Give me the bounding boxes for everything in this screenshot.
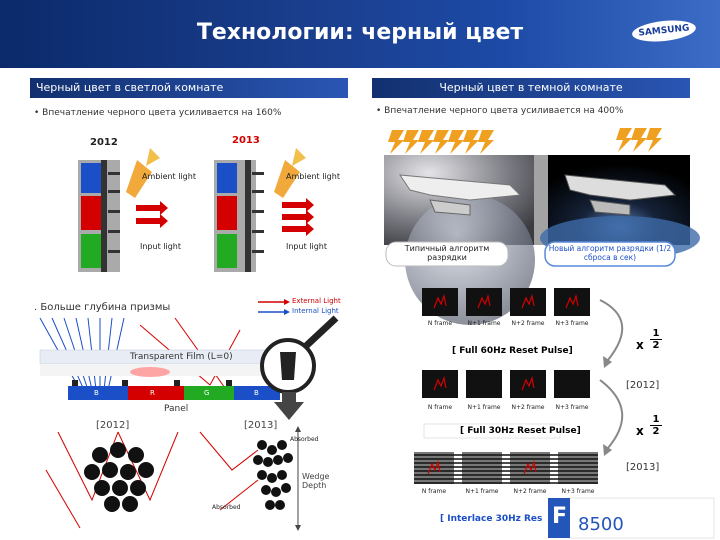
frame-label-n-row2: N frame <box>427 404 453 411</box>
page-title: Технологии: черный цвет <box>196 20 524 45</box>
ambient-arrow-2012 <box>126 160 152 198</box>
new-algorithm-label: Новый алгоритм разрядки (1/2 сброса в се… <box>548 244 672 262</box>
frame-label-n1-row2: N+1 frame <box>467 404 501 411</box>
transparent-film-label: Transparent Film (L=0) <box>130 352 233 362</box>
typical-algorithm-label: Типичный алгоритм разрядки <box>404 244 490 262</box>
cell-b1: B <box>94 389 99 397</box>
lightning-icons-typical <box>388 130 494 154</box>
frame-label-n3: N+3 frame <box>555 320 589 327</box>
cell-g: G <box>204 389 210 397</box>
tag-2012: [2012] <box>626 380 660 391</box>
dark-room-bullet: • Впечатление черного цвета усиливается … <box>376 106 624 116</box>
frames-row2 <box>422 370 590 398</box>
multiply-sign-1: x <box>636 338 644 352</box>
cell-r: R <box>150 389 155 397</box>
panel-label: Panel <box>164 404 189 414</box>
ambient-label-2012: Ambient light <box>142 172 196 181</box>
lightning-icons-new <box>616 128 662 152</box>
particles-2012 <box>84 442 154 512</box>
section-bar-light-room: Черный цвет в светлой комнате <box>30 78 348 98</box>
section-bar-dark-room: Черный цвет в темной комнате <box>372 78 690 98</box>
frame-label-n-row3: N frame <box>421 488 447 495</box>
red-arrows-2013 <box>282 198 314 236</box>
frame-label-n: N frame <box>427 320 453 327</box>
interlace-reset-label: [ Interlace 30Hz Res <box>440 514 543 524</box>
frame-label-n1-row3: N+1 frame <box>465 488 499 495</box>
input-label-2013: Input light <box>286 242 327 251</box>
label-2013-bottom: [2013] <box>244 420 278 431</box>
red-arrows-2012 <box>136 201 168 228</box>
internal-light-label: Internal Light <box>292 307 339 315</box>
frame-label-n3-row2: N+3 frame <box>555 404 589 411</box>
label-2012-bottom: [2012] <box>96 420 130 431</box>
multiply-sign-2: x <box>636 424 644 438</box>
frame-label-n2: N+2 frame <box>511 320 545 327</box>
header: Технологии: черный цвет SAMSUNG <box>0 0 720 68</box>
ambient-label-2013: Ambient light <box>286 172 340 181</box>
model-number: 8500 <box>578 514 624 535</box>
reset-30hz-label: [ Full 30Hz Reset Pulse] <box>460 426 581 436</box>
light-room-bullet: • Впечатление черного цвета усиливается … <box>34 108 282 118</box>
tag-2013: [2013] <box>626 462 660 473</box>
frame-label-n2-row2: N+2 frame <box>511 404 545 411</box>
particles-2013 <box>253 440 293 510</box>
ambient-arrow-2013 <box>274 160 300 198</box>
external-light-label: External Light <box>292 297 341 305</box>
year-2013-label: 2013 <box>232 135 260 146</box>
absorbed-label-2013: Absorbed <box>290 436 319 443</box>
frame-label-n2-row3: N+2 frame <box>513 488 547 495</box>
year-2012-label: 2012 <box>90 137 118 148</box>
cell-b2: B <box>254 389 259 397</box>
model-letter: F <box>552 504 568 529</box>
absorbed-label-2012: Absorbed <box>212 504 241 511</box>
prism-depth-bullet: . Больше глубина призмы <box>34 302 171 313</box>
pixel-stack-2012 <box>78 160 120 272</box>
wedge-depth-label: Wedge Depth <box>302 472 330 490</box>
frame-label-n1: N+1 frame <box>467 320 501 327</box>
reset-60hz-label: [ Full 60Hz Reset Pulse] <box>452 346 573 356</box>
frame-label-n3-row3: N+3 frame <box>561 488 595 495</box>
input-label-2012: Input light <box>140 242 181 251</box>
pixel-stack-2013 <box>214 160 264 272</box>
